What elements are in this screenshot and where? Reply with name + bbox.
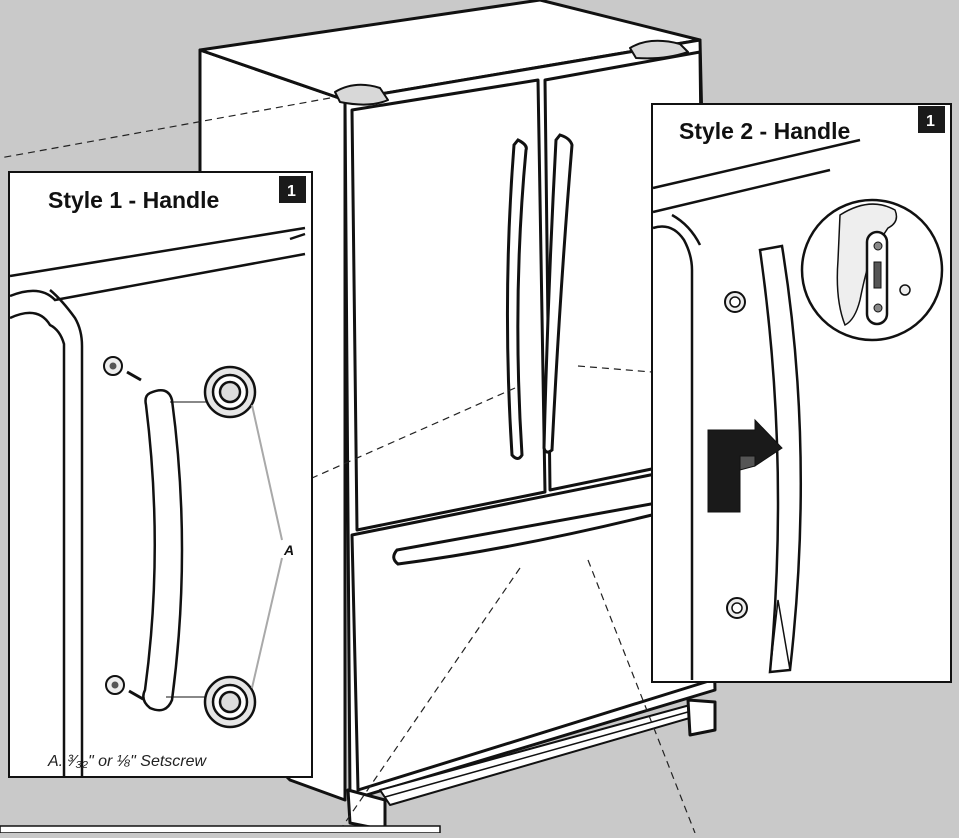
left-hinge-cover	[334, 83, 389, 106]
style2-step-number: 1	[926, 113, 935, 130]
leader-lines	[0, 97, 696, 834]
style2-panel: Style 2 - Handle 1	[651, 103, 952, 683]
leader-line-drawer-right	[587, 559, 696, 834]
style1-step-badge	[279, 176, 306, 203]
style1-caption: A. ³⁄₃₂" or ⅛" Setscrew	[47, 753, 208, 770]
style1-door-illustration	[9, 226, 306, 776]
bottom-panel-edge	[0, 825, 441, 834]
style1-step-number: 1	[287, 183, 296, 200]
right-hinge-cover	[629, 39, 689, 60]
setscrew-icon	[726, 597, 748, 619]
leader-line-right-handle	[577, 365, 653, 373]
style1-panel: Style 1 - Handle 1	[8, 171, 313, 778]
style2-door-illustration	[652, 138, 861, 680]
setscrew-icon	[724, 291, 746, 313]
style1-handle	[142, 388, 184, 712]
magnifier-inset	[800, 198, 944, 342]
leader-line-left-handle	[311, 387, 516, 479]
front-right-foot	[686, 698, 717, 737]
refrigerator-handles	[392, 133, 668, 566]
style1-magnified-socket-bottom	[203, 675, 257, 729]
setscrew-icon	[103, 356, 142, 382]
leader-line-hinge	[0, 97, 331, 159]
style2-step-badge	[918, 106, 945, 133]
style1-title: Style 1 - Handle	[48, 187, 219, 213]
leader-line-drawer-left	[337, 567, 521, 834]
style1-callout-label: A	[283, 542, 294, 558]
left-french-door	[350, 78, 547, 532]
style2-title: Style 2 - Handle	[679, 118, 850, 144]
direction-arrow-icon	[707, 418, 783, 513]
right-door-handle	[542, 133, 574, 454]
style1-magnified-socket-top	[203, 365, 257, 419]
style1-callout-lines	[251, 404, 283, 689]
style2-panel-frame	[651, 103, 952, 683]
setscrew-icon	[105, 675, 144, 701]
left-door-handle	[505, 138, 528, 460]
